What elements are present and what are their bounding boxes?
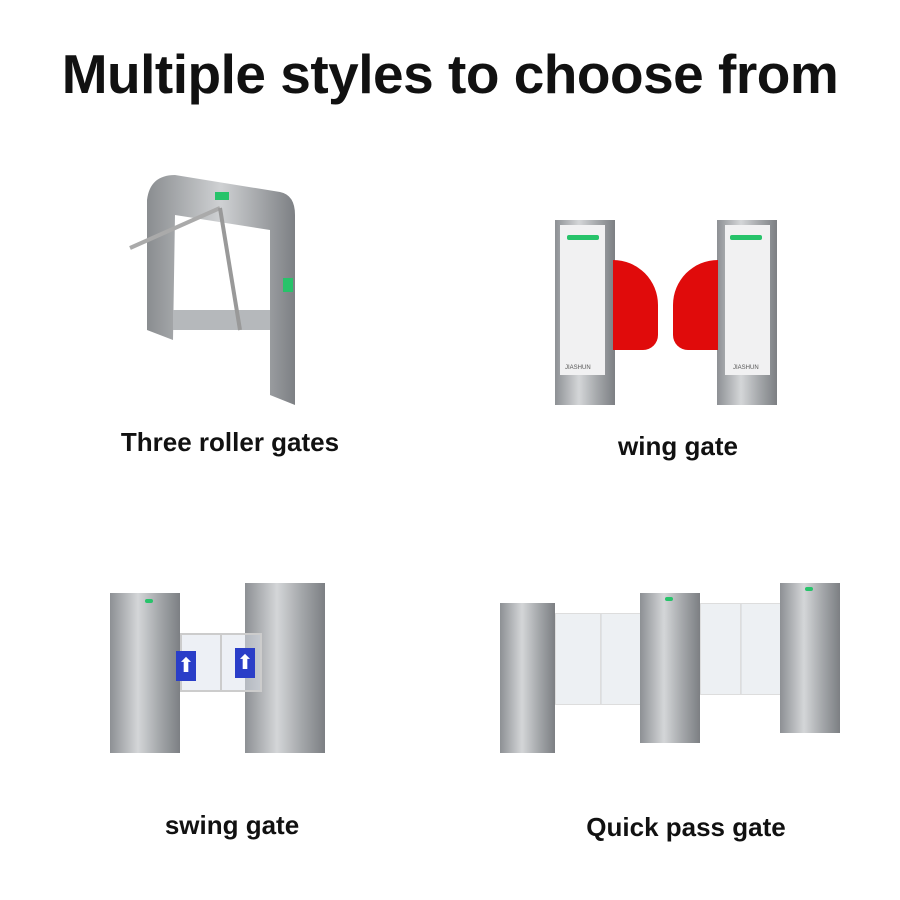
page-title: Multiple styles to choose from: [61, 43, 839, 105]
tripod-turnstile-image: [125, 170, 305, 410]
quick-pass-gate-image: [500, 583, 845, 763]
arrow-up-icon: ⬆: [235, 648, 255, 678]
product-caption-three-roller: Three roller gates: [120, 427, 340, 457]
product-caption-swing-gate: swing gate: [164, 810, 300, 840]
arrow-up-icon: ⬆: [176, 651, 196, 681]
swing-gate-image: ⬆ ⬆: [110, 583, 330, 763]
product-caption-quick-pass-gate: Quick pass gate: [586, 812, 786, 842]
brand-label-left: JIASHUN: [565, 365, 591, 371]
wing-gate-image: JIASHUN JIASHUN: [555, 205, 780, 405]
product-caption-wing-gate: wing gate: [618, 431, 738, 461]
brand-label-right: JIASHUN: [733, 365, 759, 371]
